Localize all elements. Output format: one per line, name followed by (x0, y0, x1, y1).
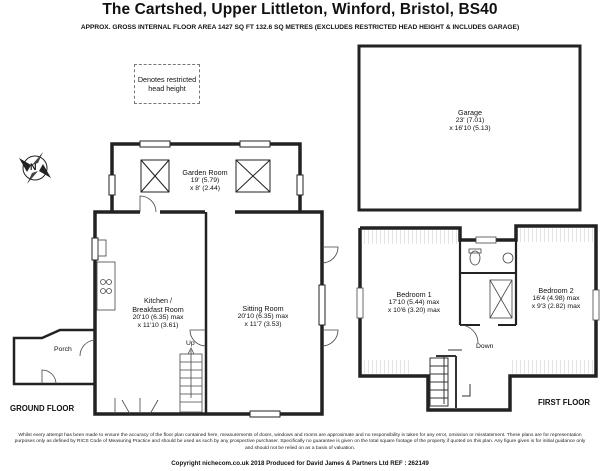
disclaimer-text: Whilst every attempt has been made to en… (14, 433, 586, 451)
compass-north-label: N (30, 162, 37, 172)
kitchen-label: Kitchen / Breakfast Room 20'10 (6.35) ma… (112, 296, 204, 331)
bedroom-2-name: Bedroom 2 (538, 286, 574, 295)
restricted-head-height-areas (362, 228, 594, 374)
bedroom-2-dim-2: x 9'3 (2.82) max (531, 303, 581, 311)
garage-walls (357, 44, 582, 212)
garden-room-dim-2: x 8' (2.44) (189, 185, 220, 193)
sitting-room-name: Sitting Room (242, 304, 284, 313)
garden-room-name: Garden Room (182, 168, 228, 177)
stairs-down-label: Down (476, 343, 494, 350)
first-floor-stairs (429, 349, 471, 408)
garden-room-label: Garden Room 19' (5.79) x 8' (2.44) (160, 168, 250, 194)
kitchen-name: Kitchen / (144, 296, 172, 305)
plan-title: The Cartshed, Upper Littleton, Winford, … (102, 1, 498, 18)
garden-room-windows (108, 140, 304, 196)
bedroom-1-label: Bedroom 1 17'10 (5.44) max x 10'6 (3.20)… (372, 290, 456, 316)
bathroom-fittings (356, 236, 600, 344)
stairs-up-label: Up (186, 340, 195, 347)
bedroom-1-dim-2: x 10'6 (3.20) max (387, 307, 441, 315)
bedroom-1-dim-1: 17'10 (5.44) max (388, 299, 440, 306)
garage-dim-2: x 16'10 (5.13) (449, 125, 491, 133)
sitting-room-label: Sitting Room 20'10 (6.35) max x 11'7 (3.… (215, 304, 311, 330)
kitchen-units (96, 239, 116, 311)
first-floor-walls (358, 224, 598, 412)
ground-stairs (179, 347, 203, 413)
garage-label: Garage 23' (7.01) x 16'10 (5.13) (420, 108, 520, 134)
doors (41, 195, 339, 415)
garage-name: Garage (458, 108, 482, 117)
copyright-footer: Copyright nichecom.co.uk 2018 Produced f… (171, 460, 429, 467)
kitchen-dim-2: x 11'10 (3.61) (137, 322, 179, 330)
ground-floor-label: GROUND FLOOR (10, 404, 75, 413)
kitchen-name-2: Breakfast Room (132, 305, 184, 314)
bedroom-2-dim-1: 16'4 (4.98) max (532, 295, 580, 302)
kitchen-dim-1: 20'10 (6.35) max (132, 314, 184, 321)
sitting-room-dim-2: x 11'7 (3.53) (244, 321, 282, 329)
garden-room-dim-1: 19' (5.79) (190, 177, 220, 184)
sitting-room-dim-1: 20'10 (6.35) max (237, 313, 289, 320)
first-floor-label: FIRST FLOOR (538, 398, 590, 407)
bedroom-1-name: Bedroom 1 (396, 290, 432, 299)
porch-label: Porch (54, 346, 72, 353)
compass-rose (19, 152, 51, 184)
garage-dim-1: 23' (7.01) (455, 117, 485, 124)
floor-area-subtitle: APPROX. GROSS INTERNAL FLOOR AREA 1427 S… (80, 24, 520, 31)
restricted-head-height-legend: Denotes restricted head height (134, 64, 200, 104)
bedroom-2-label: Bedroom 2 16'4 (4.98) max x 9'3 (2.82) m… (518, 286, 594, 312)
